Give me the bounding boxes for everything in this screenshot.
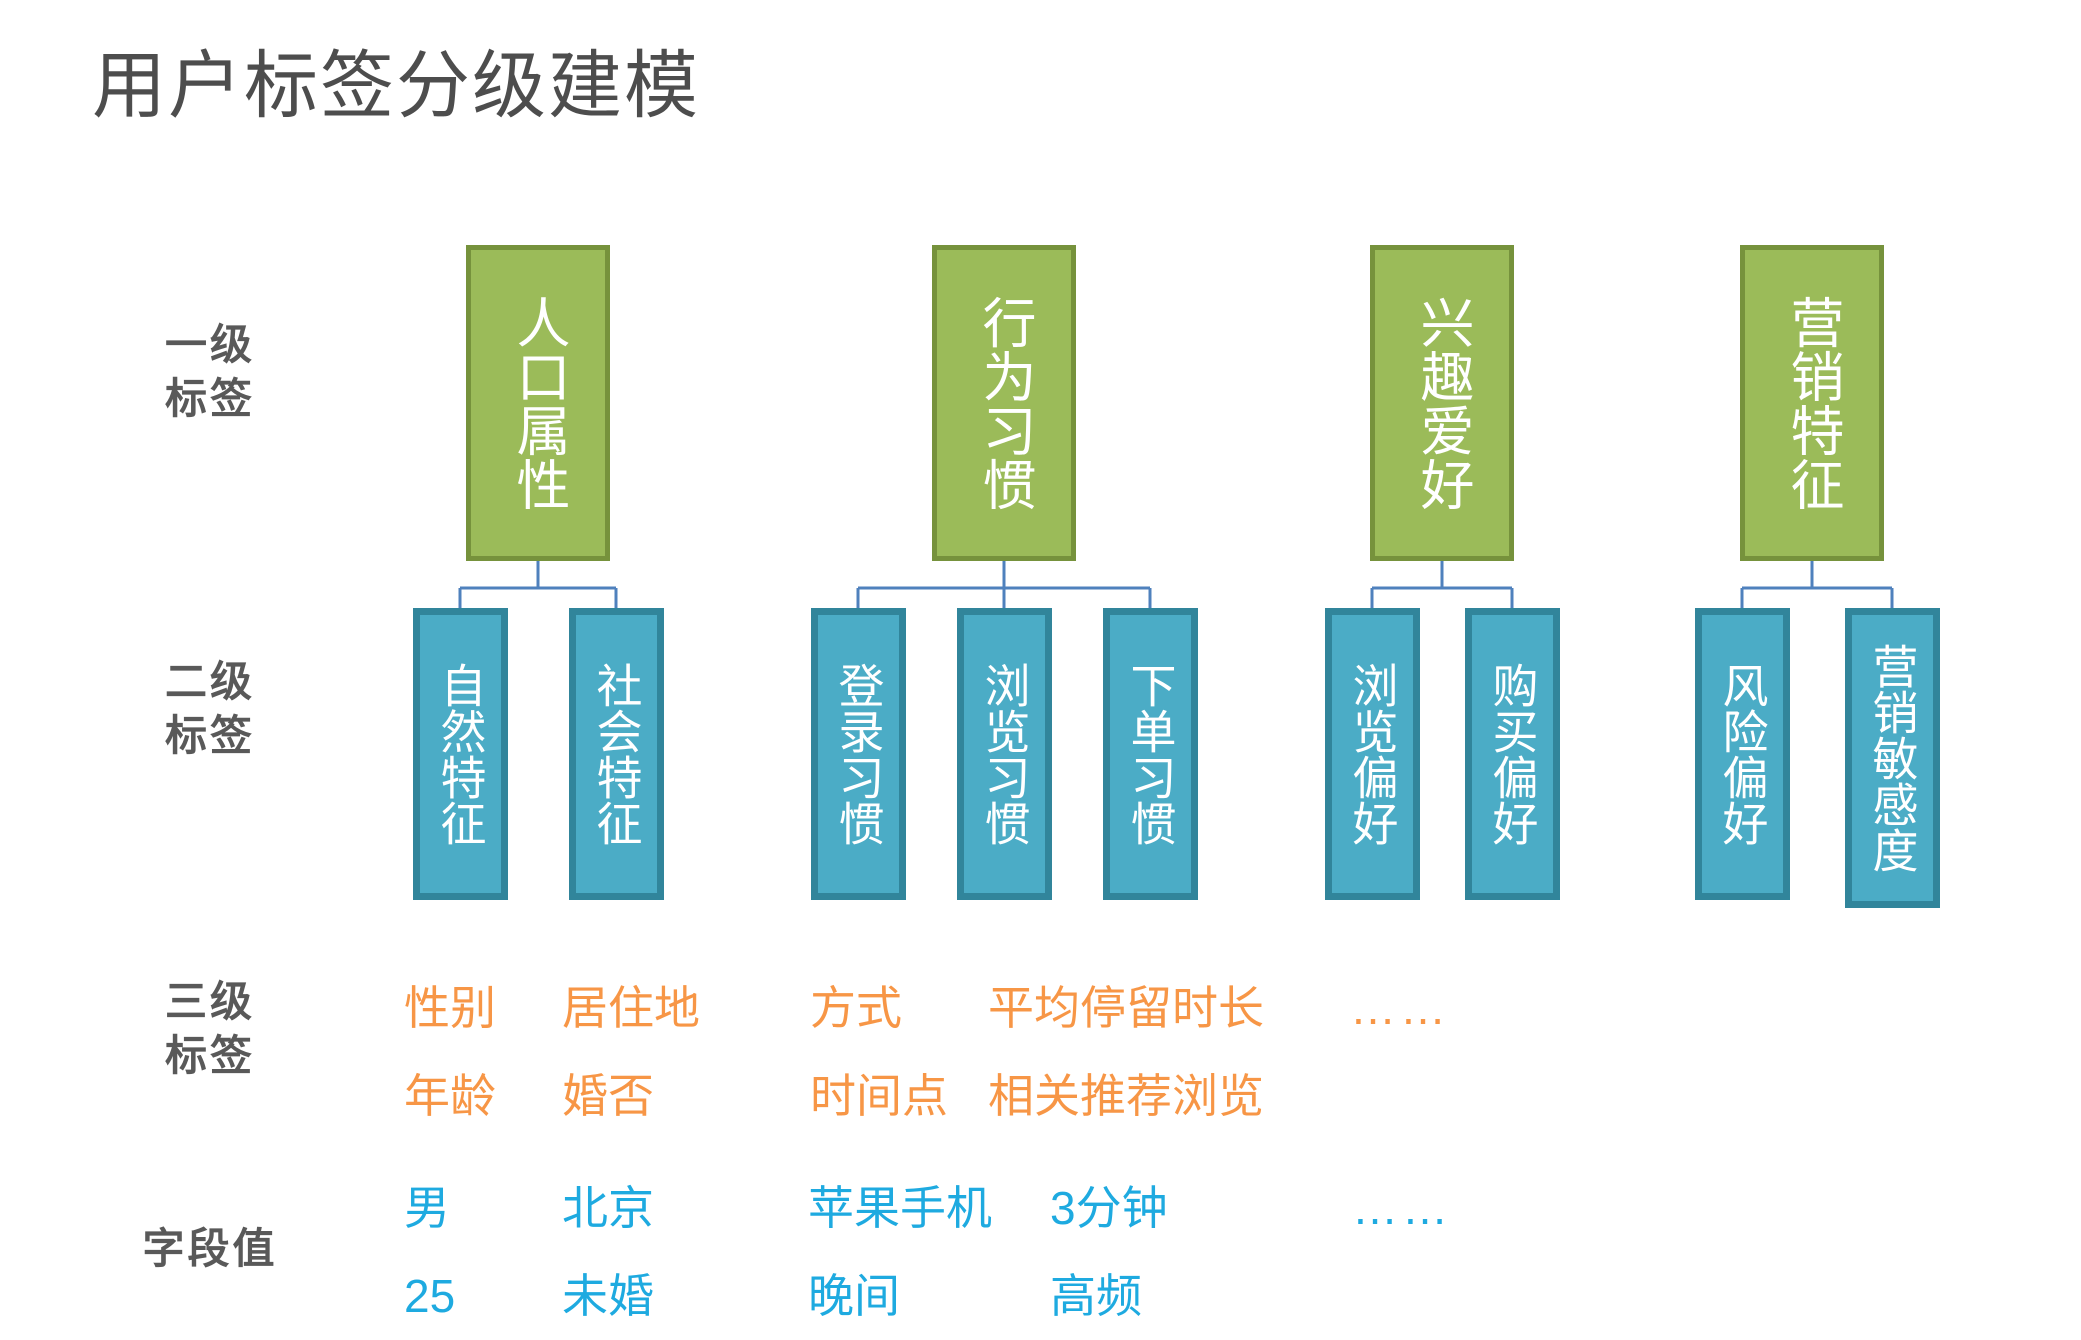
level2-box-4-label: 浏览习惯 <box>978 662 1031 846</box>
row-label-level3-line2: 标签 <box>164 1031 255 1079</box>
level2-box-1-label: 自然特征 <box>434 662 487 846</box>
level1-box-1-label: 人口属性 <box>508 295 568 511</box>
level2-box-4[interactable]: 浏览习惯 <box>957 608 1052 900</box>
level2-box-3[interactable]: 登录习惯 <box>811 608 906 900</box>
level3-text-2-line2: 婚否 <box>562 1070 654 1122</box>
page-title: 用户标签分级建模 <box>92 44 700 127</box>
level2-box-5-label: 下单习惯 <box>1124 662 1177 846</box>
row-label-level3: 三级 标签 <box>95 975 325 1083</box>
level3-text-3-line1: 方式 <box>810 982 902 1034</box>
level1-box-2-label: 行为习惯 <box>974 295 1034 511</box>
value-text-4-line1: 3分钟 <box>1050 1182 1168 1234</box>
level2-box-2[interactable]: 社会特征 <box>569 608 664 900</box>
value-text-2-line1: 北京 <box>562 1182 654 1234</box>
row-label-level3-line1: 三级 <box>164 978 255 1025</box>
row-label-level2: 二级 标签 <box>95 655 325 763</box>
row-label-values: 字段值 <box>95 1222 325 1276</box>
level3-text-2-line1: 居住地 <box>562 982 700 1034</box>
level1-box-1[interactable]: 人口属性 <box>466 245 610 561</box>
level2-box-3-label: 登录习惯 <box>832 662 885 846</box>
row-label-level1: 一级 标签 <box>95 318 325 426</box>
row-label-level2-line2: 标签 <box>164 711 255 759</box>
level1-box-4[interactable]: 营销特征 <box>1740 245 1884 561</box>
value-text-4-line2: 高频 <box>1050 1270 1142 1322</box>
row-label-level1-line2: 标签 <box>164 374 255 422</box>
level2-box-7[interactable]: 购买偏好 <box>1465 608 1560 900</box>
level2-box-8-label: 风险偏好 <box>1716 662 1769 846</box>
value-text-1-line1: 男 <box>404 1182 450 1234</box>
level2-box-6-label: 浏览偏好 <box>1346 662 1399 846</box>
level2-box-8[interactable]: 风险偏好 <box>1695 608 1790 900</box>
level1-box-4-label: 营销特征 <box>1782 295 1842 511</box>
level3-text-1-line1: 性别 <box>404 982 496 1034</box>
level3-text-5-ellipsis: …… <box>1350 982 1450 1034</box>
row-label-level2-line1: 二级 <box>164 658 255 705</box>
level3-text-1-line2: 年龄 <box>404 1070 496 1122</box>
level1-box-3[interactable]: 兴趣爱好 <box>1370 245 1514 561</box>
level3-text-4-line1: 平均停留时长 <box>988 982 1264 1034</box>
level2-box-2-label: 社会特征 <box>590 662 643 846</box>
level2-box-9-label: 营销敏感度 <box>1866 643 1919 873</box>
value-text-3-line1: 苹果手机 <box>808 1182 992 1234</box>
level1-box-2[interactable]: 行为习惯 <box>932 245 1076 561</box>
level2-box-9[interactable]: 营销敏感度 <box>1845 608 1940 908</box>
level2-box-5[interactable]: 下单习惯 <box>1103 608 1198 900</box>
row-label-values-line1: 字段值 <box>142 1225 278 1272</box>
row-label-level1-line1: 一级 <box>164 321 255 368</box>
level1-box-3-label: 兴趣爱好 <box>1412 295 1472 511</box>
level2-box-6[interactable]: 浏览偏好 <box>1325 608 1420 900</box>
level3-text-4-line2: 相关推荐浏览 <box>988 1070 1264 1122</box>
value-text-1-line2: 25 <box>404 1270 456 1322</box>
value-text-3-line2: 晚间 <box>808 1270 900 1322</box>
value-text-5-ellipsis: …… <box>1352 1182 1452 1234</box>
value-text-2-line2: 未婚 <box>562 1270 654 1322</box>
level2-box-7-label: 购买偏好 <box>1486 662 1539 846</box>
level3-text-3-line2: 时间点 <box>810 1070 948 1122</box>
level2-box-1[interactable]: 自然特征 <box>413 608 508 900</box>
